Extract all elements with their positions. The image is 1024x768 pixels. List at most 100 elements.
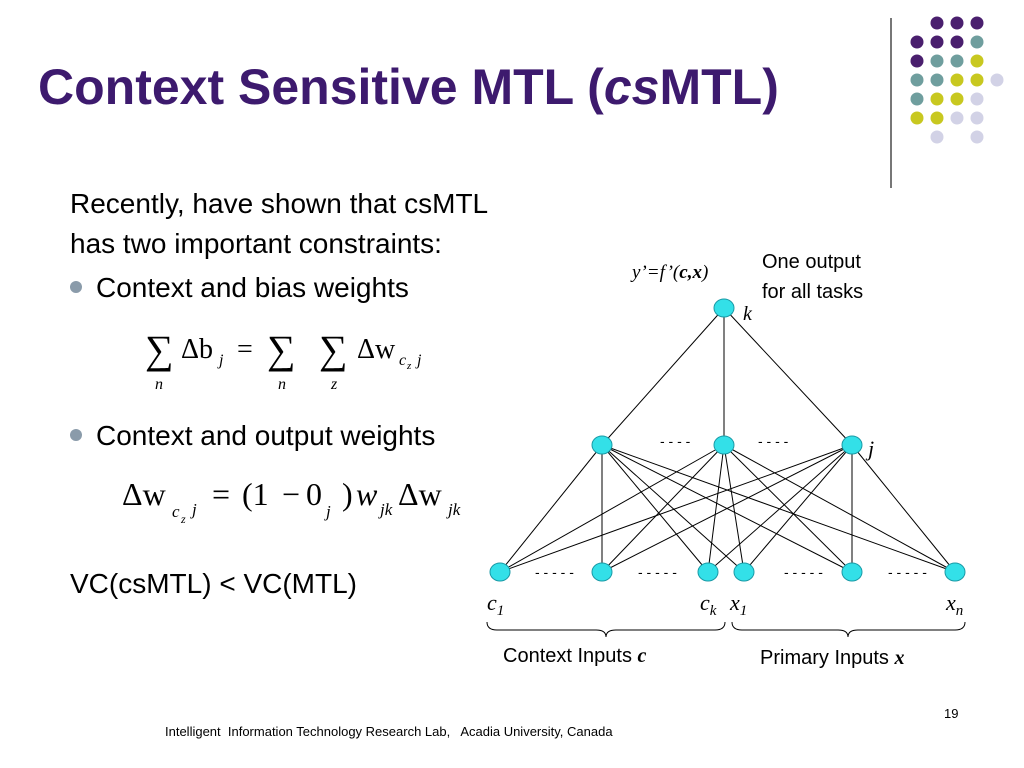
decorative-dot	[990, 73, 1004, 87]
footer-text: Intelligent Information Technology Resea…	[165, 724, 613, 739]
eq-term: )	[342, 476, 353, 512]
edge-input-hidden	[499, 444, 725, 573]
formula-bold: c,x	[679, 262, 702, 283]
label-ck: ck	[700, 590, 717, 619]
eq-term: w	[356, 476, 378, 512]
primary-symbol: x	[893, 647, 904, 669]
label-c1-sub: 1	[497, 603, 505, 619]
eq-equals: =	[237, 334, 253, 365]
label-x1: x1	[729, 590, 747, 619]
label-c1: c1	[487, 590, 504, 619]
eq-subscript: j	[192, 500, 197, 519]
edge-input-hidden	[601, 444, 853, 573]
label-output-k: k	[743, 303, 753, 325]
decorative-dot	[910, 111, 924, 125]
output-node	[713, 298, 735, 318]
decorative-dot	[910, 73, 924, 87]
primary-inputs-label: Primary Inputs x	[760, 647, 904, 669]
label-xn: xn	[945, 590, 963, 619]
equation-output-constraint: Δw c z j = (1 − 0 j ) w jk Δw jk	[122, 476, 482, 536]
decorative-dot	[950, 16, 964, 30]
decorative-dot	[950, 92, 964, 106]
label-x1-main: x	[729, 590, 740, 615]
intro-line-2: has two important constraints:	[70, 228, 442, 259]
sum-symbol: ∑	[267, 327, 296, 372]
output-formula: y’=f’(c,x)	[630, 262, 708, 283]
label-xn-sub: n	[956, 603, 964, 619]
edge-input-hidden	[601, 444, 745, 573]
decorative-dot	[970, 111, 984, 125]
decorative-dot	[950, 73, 964, 87]
decorative-dot	[930, 54, 944, 68]
context-brace	[486, 621, 726, 638]
primary-input-node	[841, 562, 863, 582]
context-input-node	[697, 562, 719, 582]
page-number: 19	[944, 706, 959, 721]
intro-line-1: Recently, have shown that csMTL	[70, 188, 489, 219]
primary-input-node	[944, 562, 966, 582]
bullet-text: Context and bias weights	[96, 272, 409, 303]
decorative-dot	[970, 16, 984, 30]
decorative-dot	[910, 54, 924, 68]
label-x1-sub: 1	[740, 603, 748, 619]
eq-subscript: c	[399, 352, 407, 369]
edge-hidden-output	[601, 307, 725, 446]
eq-subscript: j	[417, 352, 422, 369]
hidden-node	[713, 435, 735, 455]
context-inputs-label: Context Inputs c	[503, 645, 647, 667]
eq-subscript: jk	[380, 500, 393, 519]
bullet-context-bias: Context and bias weights	[70, 272, 409, 304]
decorative-dot	[930, 73, 944, 87]
bullet-icon	[70, 280, 82, 293]
eq-term: Δw	[398, 476, 442, 512]
input-ellipsis-4: - - - - -	[888, 564, 927, 580]
hidden-ellipsis-left: - - - -	[660, 433, 691, 449]
context-input-node	[489, 562, 511, 582]
sum-symbol: ∑	[319, 327, 348, 372]
eq-index: n	[155, 376, 163, 393]
bullet-text: Context and output weights	[96, 420, 436, 451]
eq-term: Δw	[122, 476, 166, 512]
input-ellipsis-2: - - - - -	[638, 564, 677, 580]
output-note-line-2: for all tasks	[762, 281, 863, 303]
decorative-dot	[970, 54, 984, 68]
edge-input-hidden	[707, 444, 725, 573]
edge-input-hidden	[723, 444, 853, 573]
formula-post: )	[701, 262, 708, 283]
edge-input-hidden	[851, 444, 956, 573]
eq-subscript: j	[219, 352, 224, 369]
bullet-context-output: Context and output weights	[70, 420, 435, 452]
equation-bias-constraint: ∑ Δb j = ∑ ∑ Δw c z j n n z	[145, 326, 445, 396]
eq-subscript: j	[326, 502, 331, 521]
eq-index: n	[278, 376, 286, 393]
context-label-text: Context Inputs	[503, 645, 638, 667]
edge-input-hidden	[723, 444, 745, 573]
label-ck-main: c	[700, 590, 710, 615]
title-italic-part: cs	[603, 59, 660, 115]
edge-input-hidden	[601, 444, 725, 573]
edge-hidden-output	[723, 307, 853, 446]
decorative-dot	[950, 111, 964, 125]
slide-title: Context Sensitive MTL (csMTL)	[38, 58, 779, 116]
eq-term: Δw	[357, 334, 396, 365]
eq-term: Δb	[181, 334, 214, 365]
hidden-node	[841, 435, 863, 455]
hidden-node	[591, 435, 613, 455]
label-c1-main: c	[487, 590, 497, 615]
decorative-dot	[930, 111, 944, 125]
primary-brace	[731, 621, 966, 638]
intro-text: Recently, have shown that csMTL has two …	[70, 184, 610, 264]
decorative-dot	[930, 92, 944, 106]
title-part-end: MTL)	[659, 59, 779, 115]
decorative-dot	[970, 73, 984, 87]
eq-subscript: z	[407, 360, 412, 372]
eq-index: z	[331, 376, 338, 393]
label-xn-main: x	[945, 590, 956, 615]
edge-input-hidden	[707, 444, 853, 573]
hidden-ellipsis-right: - - - -	[758, 433, 789, 449]
input-ellipsis-3: - - - - -	[784, 564, 823, 580]
decorative-dot	[970, 130, 984, 144]
eq-term: (1	[242, 476, 269, 512]
